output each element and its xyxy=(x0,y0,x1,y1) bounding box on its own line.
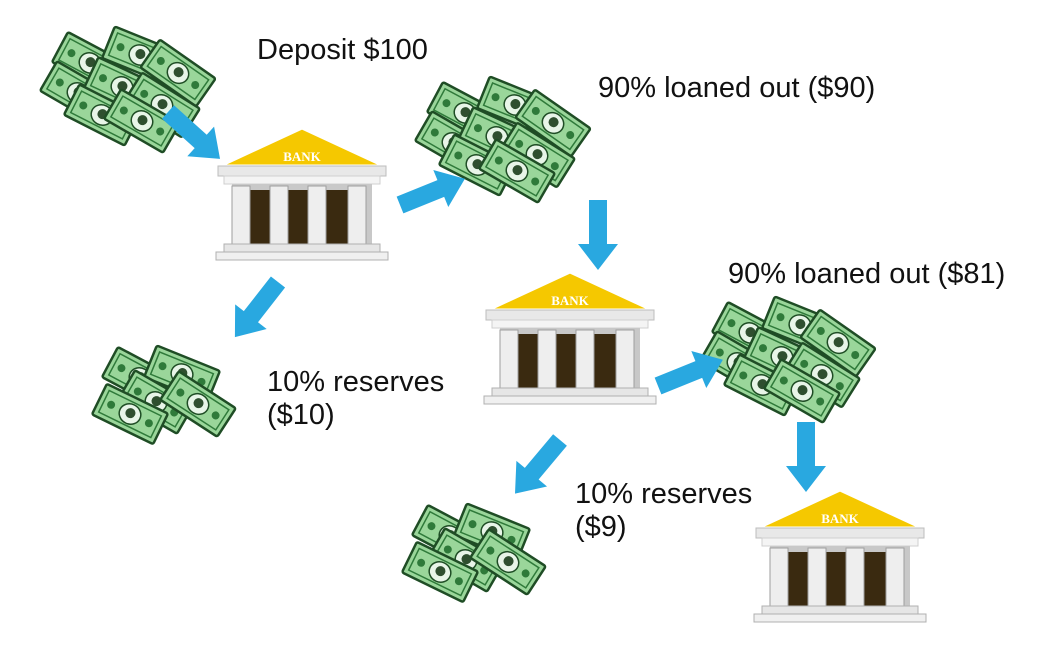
reserves1-money-icon xyxy=(92,346,236,445)
bank3-icon: BANK xyxy=(752,488,928,624)
reserves1-label-line2: ($10) xyxy=(267,399,335,431)
reserves1-label: 10% reserves ($10) xyxy=(267,366,444,432)
reserves2-money-icon xyxy=(402,504,546,603)
loan2-label: 90% loaned out ($81) xyxy=(728,258,1005,291)
bank3-sign: BANK xyxy=(821,511,859,526)
reserves1-label-line1: 10% reserves xyxy=(267,366,445,398)
bank1-icon: BANK xyxy=(214,126,390,262)
deposit-label: Deposit $100 xyxy=(257,34,428,67)
loan1-label-text: 90% loaned out ($90) xyxy=(598,72,876,104)
arrow-loan2-to-bank3 xyxy=(786,422,826,492)
loan1-label: 90% loaned out ($90) xyxy=(598,72,875,105)
loan2-money-icon xyxy=(700,297,876,423)
arrow-bank1-to-reserves1 xyxy=(219,269,294,350)
loan2-label-text: 90% loaned out ($81) xyxy=(728,258,1006,290)
arrow-loan1-to-bank2 xyxy=(578,200,618,270)
bank2-icon: BANK xyxy=(482,270,658,406)
reserves2-label: 10% reserves ($9) xyxy=(575,478,752,544)
bank1-sign: BANK xyxy=(283,149,321,164)
deposit-label-text: Deposit $100 xyxy=(257,34,428,66)
reserves2-label-line2: ($9) xyxy=(575,511,627,543)
arrow-bank2-to-reserves2 xyxy=(499,427,576,507)
reserves2-label-line1: 10% reserves xyxy=(575,478,753,510)
bank2-sign: BANK xyxy=(551,293,589,308)
